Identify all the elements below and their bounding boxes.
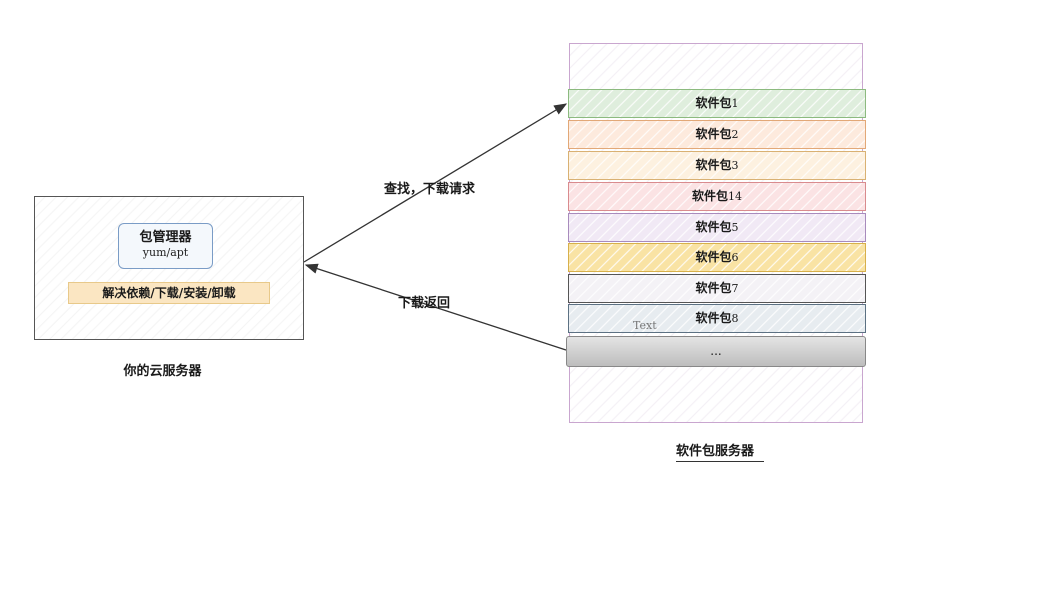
package-number: 6 (731, 251, 739, 264)
package-number: 1 (731, 97, 739, 110)
text-placeholder: Text (633, 319, 657, 332)
request-arrow (303, 103, 568, 263)
package-row: 软件包8 (568, 304, 866, 333)
package-number: 14 (728, 190, 742, 203)
package-label: 软件包 (695, 158, 732, 172)
package-number: 3 (731, 159, 739, 172)
package-row: 软件包3 (568, 151, 866, 180)
package-row: 软件包5 (568, 213, 866, 242)
package-label: 软件包 (695, 281, 732, 295)
package-label: 软件包 (695, 250, 732, 264)
response-arrow (304, 263, 567, 351)
package-label: 软件包 (691, 189, 728, 203)
package-more-row: ... (566, 336, 866, 367)
package-row: 软件包14 (568, 182, 866, 211)
package-number: 5 (731, 221, 739, 234)
package-label: 软件包 (695, 220, 732, 234)
package-server-caption: 软件包服务器 (675, 444, 754, 459)
package-label: 软件包 (695, 96, 732, 110)
request-arrow-label: 查找，下载请求 (384, 182, 476, 197)
package-row: 软件包1 (568, 89, 866, 118)
package-number: 8 (731, 312, 739, 325)
package-manager-title: 包管理器 (139, 230, 192, 245)
package-server-caption-underline (676, 461, 764, 462)
package-manager-functions: 解决依赖/下载/安装/卸载 (68, 282, 270, 304)
package-row: 软件包6 (568, 243, 866, 272)
package-number: 2 (731, 128, 739, 141)
package-number: 7 (731, 282, 739, 295)
cloud-server-caption: 你的云服务器 (123, 364, 202, 379)
response-arrow-label: 下载返回 (398, 296, 451, 311)
package-label: 软件包 (695, 311, 732, 325)
package-label: 软件包 (695, 127, 732, 141)
package-manager-subtitle: yum/apt (142, 246, 189, 259)
package-row: 软件包7 (568, 274, 866, 303)
package-row: 软件包2 (568, 120, 866, 149)
package-manager-box: 包管理器 yum/apt (118, 223, 213, 269)
